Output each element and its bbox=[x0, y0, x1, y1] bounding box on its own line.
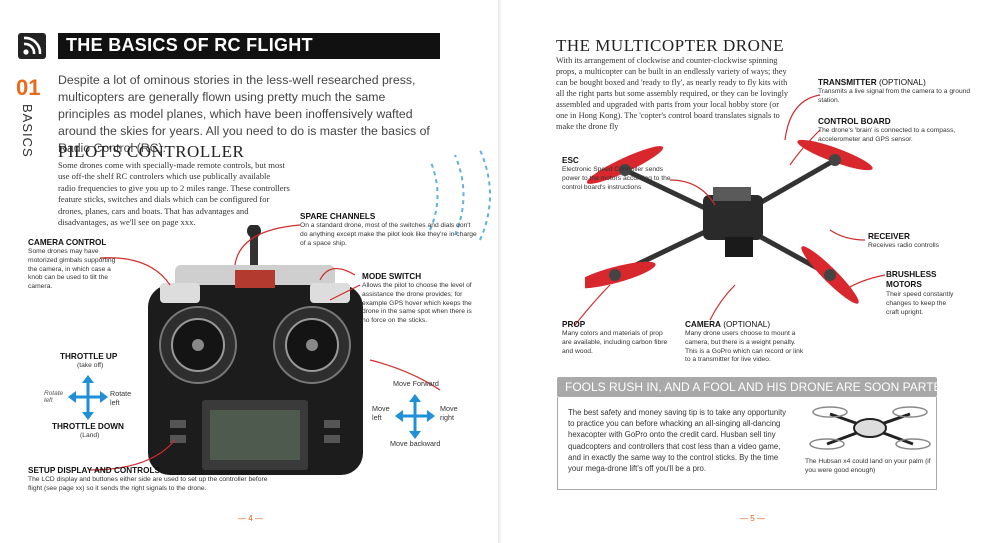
mode-switch-label: MODE SWITCH bbox=[362, 272, 422, 281]
move-right-label: Move right bbox=[440, 404, 458, 422]
transmitter-text: Transmits a live signal from the camera … bbox=[818, 88, 971, 104]
left-page: THE BASICS OF RC FLIGHT 01 BASICS Despit… bbox=[16, 33, 491, 523]
brushless-motors-label: BRUSHLESS MOTORS bbox=[886, 270, 937, 289]
rotate-left-label: Rotate left bbox=[44, 390, 64, 404]
fools-heading: FOOLS RUSH IN, AND A FOOL AND HIS DRONE … bbox=[565, 380, 951, 394]
intro-paragraph: Despite a lot of ominous stories in the … bbox=[58, 73, 430, 155]
receiver-text: Receives radio controlls bbox=[868, 242, 939, 249]
section-number: 01 bbox=[16, 75, 41, 100]
fools-body: The best safety and money saving tip is … bbox=[568, 408, 787, 474]
spare-channels-text: On a standard drone, most of the switche… bbox=[300, 222, 477, 247]
section-name: BASICS bbox=[20, 104, 35, 158]
pilots-controller-heading: PILOT'S CONTROLLER bbox=[58, 142, 245, 161]
hubsan-caption: The Hubsan x4 could land on your palm (i… bbox=[805, 458, 931, 474]
multicopter-heading: THE MULTICOPTER DRONE bbox=[556, 36, 785, 55]
camera-control-label: CAMERA CONTROL bbox=[28, 238, 107, 247]
rc-controller-illustration bbox=[148, 225, 363, 475]
quadcopter-illustration bbox=[585, 139, 873, 304]
mode-switch-text: Allows the pilot to choose the level of … bbox=[362, 282, 472, 325]
throttle-down-label: THROTTLE DOWN bbox=[52, 422, 124, 431]
throttle-down-sub: (Land) bbox=[80, 432, 100, 439]
setup-display-text: The LCD display and buttones either side… bbox=[28, 476, 268, 492]
rotate-right-label: Rotate left bbox=[110, 389, 132, 407]
right-leader-lines bbox=[574, 94, 886, 326]
rss-icon bbox=[18, 33, 46, 59]
prop-label: PROP bbox=[562, 320, 586, 329]
transmitter-label: TRANSMITTER (OPTIONAL) bbox=[818, 78, 926, 87]
spare-channels-label: SPARE CHANNELS bbox=[300, 212, 376, 221]
brushless-motors-text: Their speed constantly changes to keep t… bbox=[886, 291, 954, 316]
leader-lines bbox=[89, 224, 441, 471]
setup-display-label: SETUP DISPLAY AND CONTROLS bbox=[28, 466, 160, 475]
camera-control-text: Some drones may have motorized gimbals s… bbox=[28, 248, 116, 291]
throttle-up-label: THROTTLE UP bbox=[60, 352, 118, 361]
page-number-right: — 5 — bbox=[740, 514, 765, 523]
prop-text: Many colors and materials of prop are av… bbox=[562, 330, 668, 355]
move-forward-label: Move Forward bbox=[393, 379, 439, 388]
control-board-label: CONTROL BOARD bbox=[818, 117, 891, 126]
page-title-bar: THE BASICS OF RC FLIGHT bbox=[58, 33, 440, 59]
throttle-arrows-icon bbox=[68, 375, 108, 420]
esc-text: Electronic Speed Controller sends power … bbox=[562, 166, 671, 191]
esc-label: ESC bbox=[562, 156, 579, 165]
book-spine bbox=[498, 0, 502, 543]
move-left-label: Move left bbox=[372, 404, 390, 422]
multicopter-body: With its arrangement of clockwise and co… bbox=[556, 56, 789, 131]
throttle-up-sub: (take off) bbox=[77, 362, 104, 369]
move-backward-label: Move backward bbox=[390, 439, 441, 448]
direction-arrows-icon bbox=[395, 394, 435, 439]
page-number-left: — 4 — bbox=[238, 514, 263, 523]
hubsan-x4-illustration bbox=[809, 406, 931, 450]
camera-text: Many drone users choose to mount a camer… bbox=[685, 330, 804, 364]
radio-waves-graphic bbox=[429, 149, 491, 241]
control-board-text: The drone's 'brain' is connected to a co… bbox=[818, 127, 956, 143]
fools-heading-bar: FOOLS RUSH IN, AND A FOOL AND HIS DRONE … bbox=[557, 377, 950, 397]
pilots-controller-body: Some drones come with specially-made rem… bbox=[58, 160, 290, 228]
fools-box bbox=[557, 397, 937, 490]
page-title: THE BASICS OF RC FLIGHT bbox=[66, 35, 313, 55]
receiver-label: RECEIVER bbox=[868, 232, 910, 241]
camera-label: CAMERA (OPTIONAL) bbox=[685, 320, 771, 329]
